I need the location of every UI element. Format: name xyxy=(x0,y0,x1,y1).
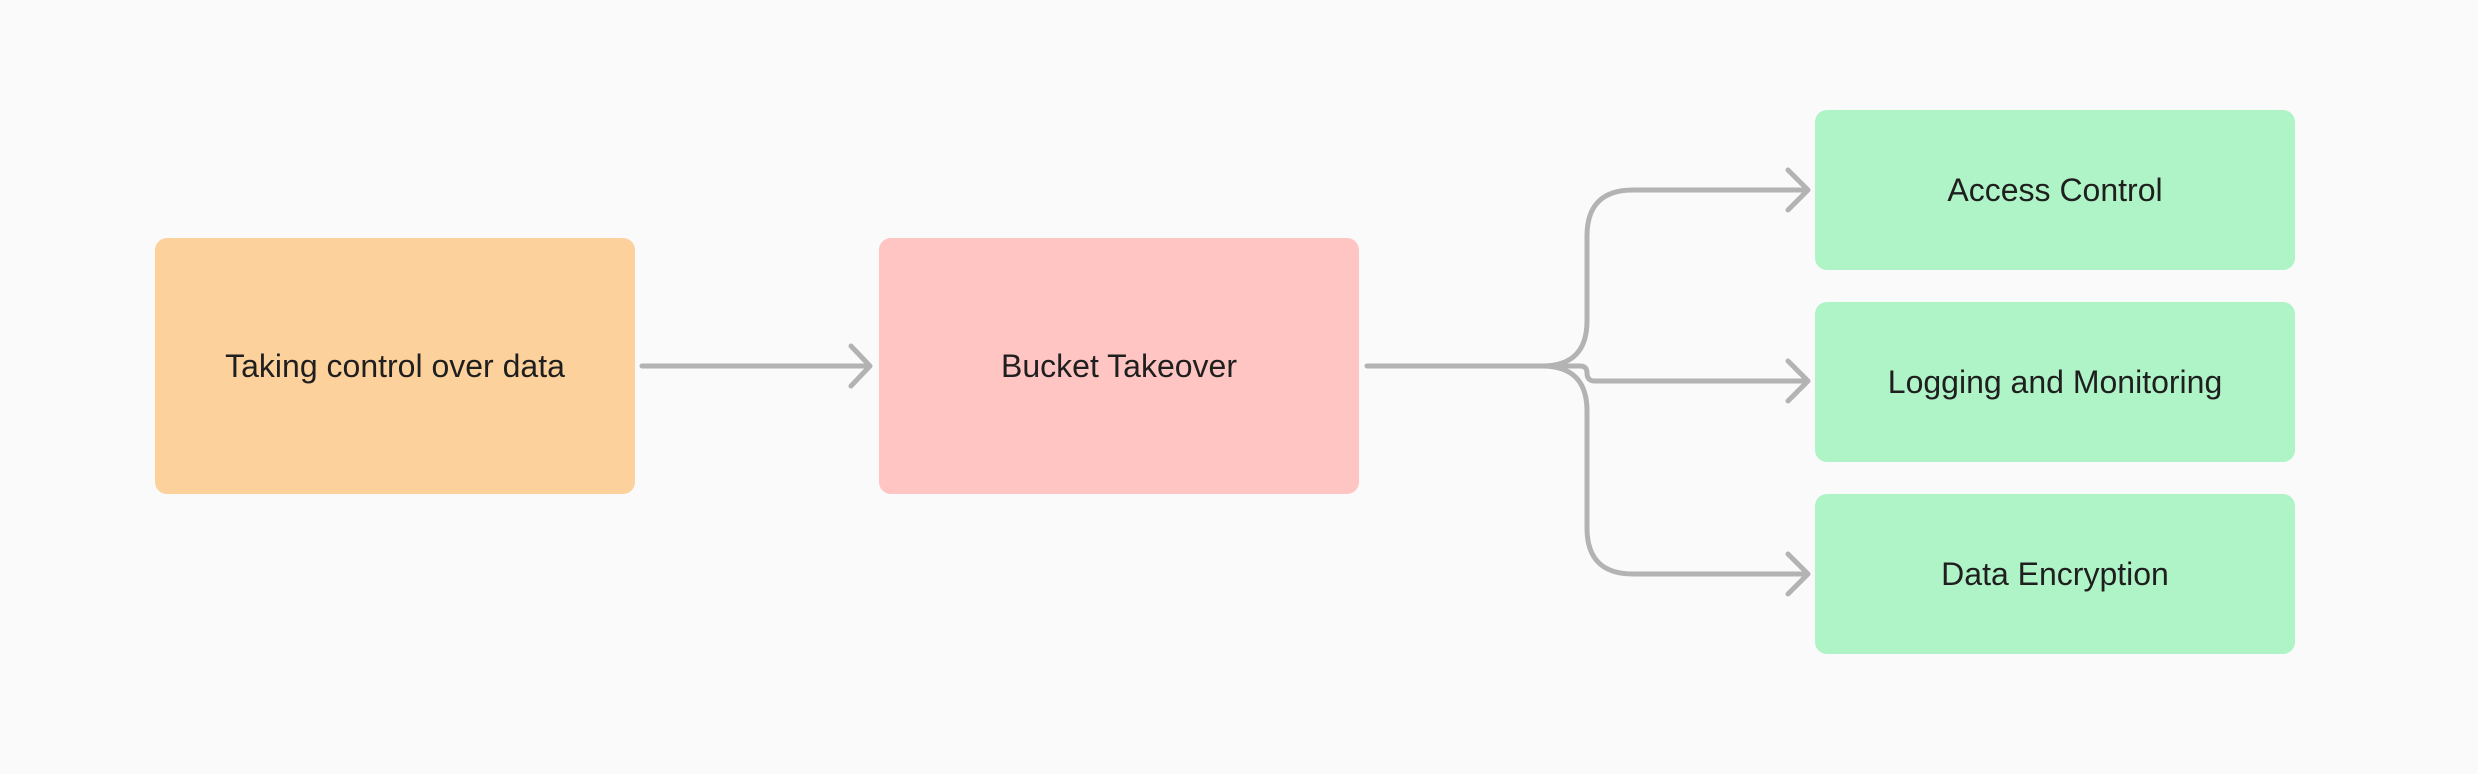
node-taking-control-over-data[interactable]: Taking control over data xyxy=(155,238,635,494)
node-access-control[interactable]: Access Control xyxy=(1815,110,2295,270)
node-logging-and-monitoring[interactable]: Logging and Monitoring xyxy=(1815,302,2295,462)
arrowhead-mid xyxy=(848,343,873,389)
node-label: Data Encryption xyxy=(1941,555,2169,592)
arrowhead-access xyxy=(1785,167,1811,213)
node-bucket-takeover[interactable]: Bucket Takeover xyxy=(879,238,1359,494)
edge-mid-to-logging xyxy=(1539,363,1809,384)
arrowhead-logging xyxy=(1785,358,1811,404)
edge-mid-to-encryption xyxy=(1539,363,1809,577)
node-data-encryption[interactable]: Data Encryption xyxy=(1815,494,2295,654)
node-label: Taking control over data xyxy=(225,347,565,384)
node-label: Bucket Takeover xyxy=(1001,347,1237,384)
arrowhead-encryption xyxy=(1785,551,1811,597)
node-label: Logging and Monitoring xyxy=(1887,363,2223,400)
edge-mid-to-access xyxy=(1364,187,1809,369)
node-label: Access Control xyxy=(1947,171,2163,208)
